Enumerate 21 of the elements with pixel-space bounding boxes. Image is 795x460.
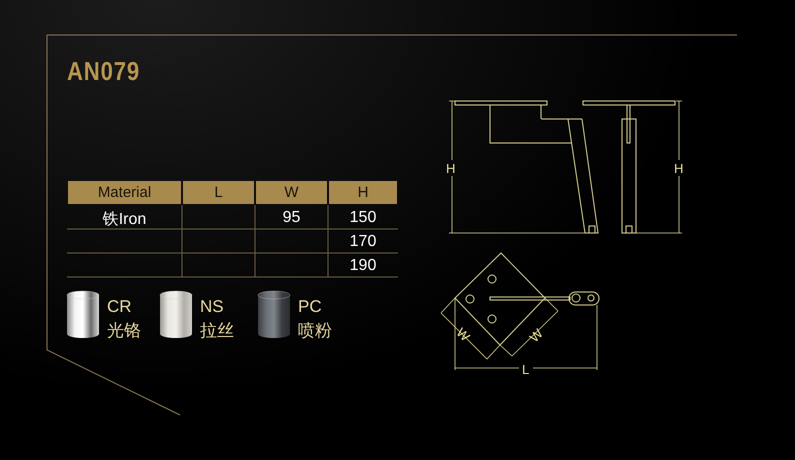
table-cell: 95 <box>282 209 300 227</box>
dimension-label: H <box>446 161 456 176</box>
table-cell: 190 <box>350 257 376 275</box>
finish-code: NS <box>200 297 224 317</box>
finish-name: 拉丝 <box>200 320 234 342</box>
table-header-cell: L <box>183 181 254 204</box>
dimension-label: L <box>522 362 530 377</box>
table-cell: 170 <box>350 233 376 251</box>
finish-name: 喷粉 <box>298 320 332 342</box>
finish-name: 光铬 <box>107 320 141 342</box>
table-cell: 150 <box>350 209 376 227</box>
finish-code: PC <box>298 297 322 317</box>
dimension-label: W <box>454 324 473 344</box>
table-header-cell: Material <box>68 181 181 204</box>
finish-code: CR <box>107 297 132 317</box>
product-code-title: AN079 <box>67 58 140 84</box>
table-header-cell: H <box>329 181 397 204</box>
dimension-label: W <box>526 326 546 346</box>
dimension-label: H <box>674 161 684 176</box>
table-cell-text: 铁Iron <box>102 210 146 230</box>
table-header-cell: W <box>256 181 327 204</box>
